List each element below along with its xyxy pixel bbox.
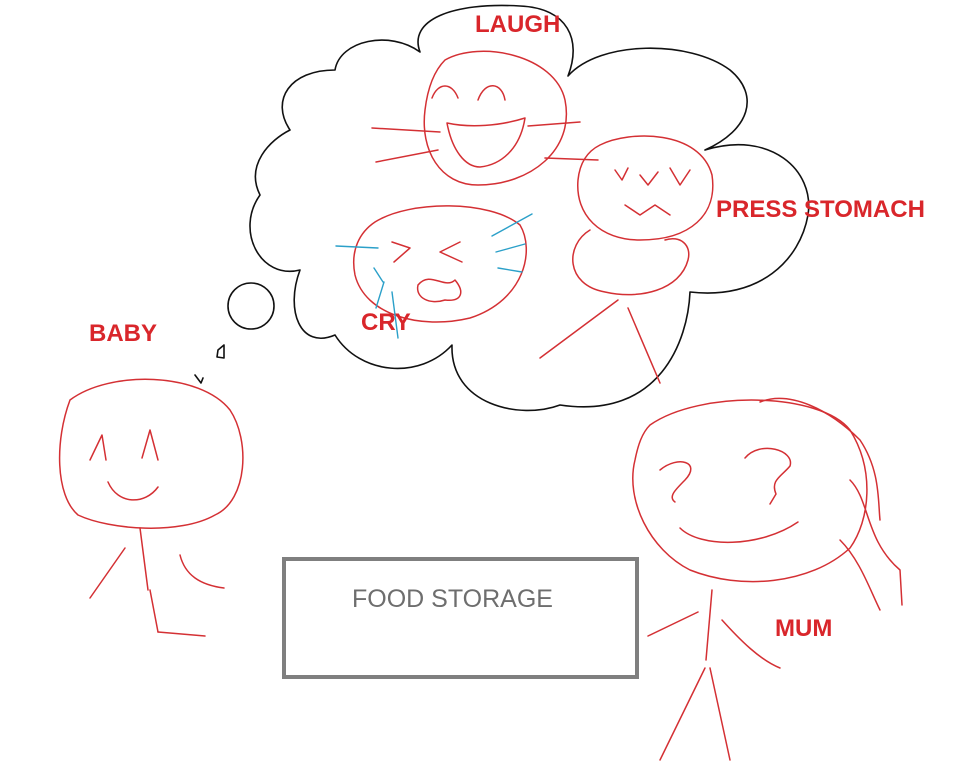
food-storage-label: FOOD STORAGE xyxy=(352,585,553,613)
cry-face xyxy=(335,205,533,339)
label-baby: BABY xyxy=(89,320,158,347)
thought-bubble xyxy=(194,4,810,412)
press-stomach-figure xyxy=(539,135,714,384)
food-storage-box: FOOD STORAGE xyxy=(282,557,639,679)
label-laugh: LAUGH xyxy=(475,11,561,38)
thought-cloud-outline xyxy=(249,4,810,412)
mum-figure xyxy=(632,397,903,761)
thought-bubble-dot-small xyxy=(216,344,225,359)
laugh-face xyxy=(371,50,599,186)
thought-bubble-dot-large xyxy=(227,282,275,330)
thought-bubble-dot-tiny xyxy=(194,374,204,384)
label-press-stomach: PRESS STOMACH xyxy=(716,196,925,223)
label-mum: MUM xyxy=(775,615,833,642)
label-cry: CRY xyxy=(361,309,411,336)
baby-figure xyxy=(58,378,244,637)
